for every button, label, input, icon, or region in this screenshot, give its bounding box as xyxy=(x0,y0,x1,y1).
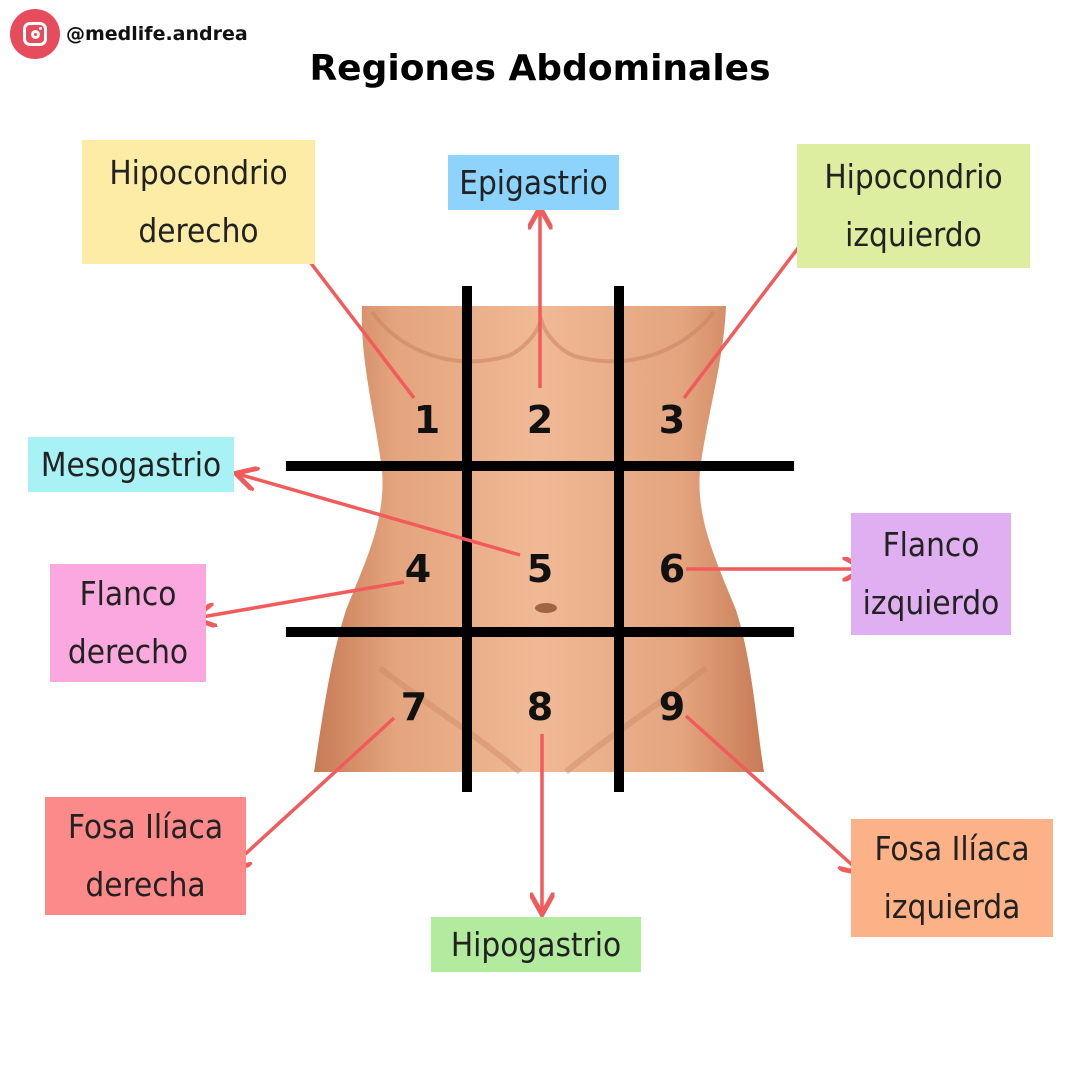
label-fosa-iliaca-derecha: Fosa Ilíaca derecha xyxy=(45,797,246,915)
label-line2: izquierda xyxy=(883,887,1021,926)
label-flanco-izquierdo: Flanco izquierdo xyxy=(851,513,1011,635)
region-number-8: 8 xyxy=(527,685,553,729)
label-line1: Flanco xyxy=(79,574,177,613)
label-hipocondrio-derecho: Hipocondrio derecho xyxy=(82,140,315,264)
region-number-3: 3 xyxy=(659,398,685,442)
label-line1: Hipogastrio xyxy=(450,924,622,964)
label-line2: derecho xyxy=(67,632,189,671)
region-number-6: 6 xyxy=(659,547,685,591)
region-number-9: 9 xyxy=(659,685,685,729)
region-number-2: 2 xyxy=(527,398,553,442)
instagram-icon xyxy=(10,9,60,59)
label-line2: derecho xyxy=(138,211,259,250)
pelvic-shading-left xyxy=(378,665,522,775)
label-hipocondrio-izquierdo: Hipocondrio izquierdo xyxy=(797,144,1030,268)
torso-illustration xyxy=(314,306,764,772)
arrow-region-9 xyxy=(684,714,860,872)
label-epigastrio: Epigastrio xyxy=(448,155,619,210)
region-number-1: 1 xyxy=(414,398,440,442)
label-line1: Fosa Ilíaca xyxy=(67,807,224,846)
label-mesogastrio: Mesogastrio xyxy=(28,437,234,492)
label-line1: Epigastrio xyxy=(459,162,608,202)
label-line1: Fosa Ilíaca xyxy=(874,829,1030,868)
navel xyxy=(535,603,557,613)
page-title: Regiones Abdominales xyxy=(309,48,771,89)
arrow-region-4 xyxy=(196,580,405,618)
label-line1: Flanco xyxy=(882,525,980,564)
label-line1: Hipocondrio xyxy=(824,157,1003,196)
label-fosa-iliaca-izquierda: Fosa Ilíaca izquierda xyxy=(851,819,1053,937)
label-line1: Mesogastrio xyxy=(40,444,222,484)
arrow-region-7 xyxy=(230,716,396,868)
label-line2: derecha xyxy=(85,865,206,904)
instagram-handle: @medlife.andrea xyxy=(10,8,248,60)
region-number-4: 4 xyxy=(405,547,431,591)
label-flanco-derecho: Flanco derecho xyxy=(50,564,206,682)
pelvic-shading-right xyxy=(564,665,708,775)
handle-text: @medlife.andrea xyxy=(66,23,248,45)
arrow-region-5 xyxy=(238,474,521,557)
region-number-5: 5 xyxy=(527,547,553,591)
label-line2: izquierdo xyxy=(862,583,1000,622)
label-line1: Hipocondrio xyxy=(109,153,288,192)
region-number-7: 7 xyxy=(401,685,427,729)
label-hipogastrio: Hipogastrio xyxy=(431,917,641,972)
label-line2: izquierdo xyxy=(845,215,982,254)
